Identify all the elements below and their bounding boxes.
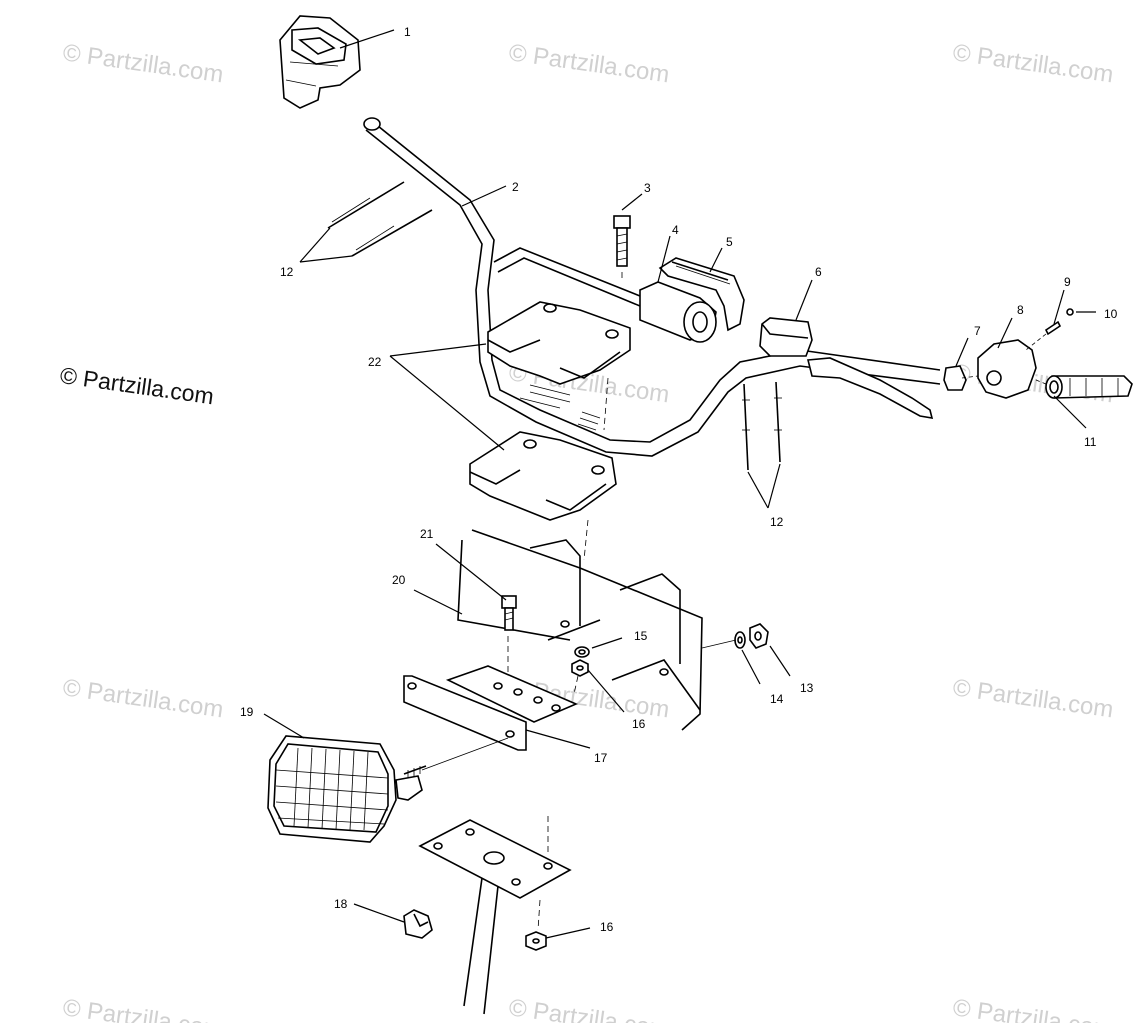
part-6-brake-lever <box>759 317 934 419</box>
part-16-nut-lower <box>525 931 547 951</box>
part-5-pad-cover <box>658 257 745 332</box>
part-19-headlight <box>267 735 427 843</box>
callout-12-lower: 12 <box>770 515 784 529</box>
callout-22: 22 <box>368 355 382 369</box>
watermark-top-left: © Partzilla.com <box>61 39 225 88</box>
callout-13: 13 <box>800 681 814 695</box>
lower-plate <box>418 819 572 1015</box>
callout-3: 3 <box>644 181 651 195</box>
part-18-clip <box>403 909 433 939</box>
part-13-nut <box>749 623 769 649</box>
part-22-upper-clamp <box>487 301 631 385</box>
part-4-bar-pad <box>639 281 717 343</box>
part-21-bolt <box>501 595 517 631</box>
callout-11: 11 <box>1084 435 1097 449</box>
part-3-bolt <box>613 215 631 278</box>
callout-16-lower: 16 <box>600 920 614 934</box>
part-22-lower-clamp <box>469 431 617 521</box>
part-17-mounting-plate <box>403 665 579 751</box>
callout-17: 17 <box>594 751 608 765</box>
part-11-grip <box>1045 375 1133 399</box>
callout-5: 5 <box>726 235 733 249</box>
watermark-top-center: © Partzilla.com <box>507 39 671 88</box>
leader-lines <box>263 29 1096 939</box>
callout-6: 6 <box>815 265 822 279</box>
callout-10: 10 <box>1104 307 1118 321</box>
part-9-screw <box>1044 320 1062 336</box>
callout-18: 18 <box>334 897 348 911</box>
watermark-low-left: © Partzilla.com <box>61 674 225 723</box>
headlight-lens-grid <box>275 747 389 831</box>
watermark-low-right: © Partzilla.com <box>951 674 1115 723</box>
watermark-bottom-left: © Partzilla.com <box>61 994 225 1023</box>
part-7-spacer <box>943 365 967 391</box>
callout-16-upper: 16 <box>632 717 646 731</box>
part-1-master-cylinder <box>279 15 361 109</box>
watermarks: © Partzilla.com © Partzilla.com © Partzi… <box>61 39 1115 1023</box>
callout-numbers: 1 2 3 4 5 6 7 8 9 10 11 12 12 13 14 15 1… <box>240 25 1118 934</box>
part-10-screw <box>1066 308 1074 316</box>
callout-20: 20 <box>392 573 406 587</box>
part-2-handlebar <box>363 117 941 457</box>
watermark-bottom-right: © Partzilla.com <box>951 994 1115 1023</box>
alignment-lines <box>421 333 1047 931</box>
callout-7: 7 <box>974 324 981 338</box>
part-8-throttle-housing <box>977 339 1037 399</box>
part-12-studs-lower <box>742 381 782 471</box>
part-15-washer <box>574 646 590 658</box>
callout-12-upper: 12 <box>280 265 294 279</box>
callout-4: 4 <box>672 223 679 237</box>
callout-21: 21 <box>420 527 434 541</box>
callout-14: 14 <box>770 692 784 706</box>
callout-9: 9 <box>1064 275 1071 289</box>
callout-19: 19 <box>240 705 254 719</box>
callout-2: 2 <box>512 180 519 194</box>
callout-1: 1 <box>404 25 411 39</box>
callout-15: 15 <box>634 629 648 643</box>
part-14-washer <box>734 631 746 649</box>
part-12-studs-upper <box>327 181 433 257</box>
part-16-nut-upper <box>571 659 589 677</box>
watermark-top-right: © Partzilla.com <box>951 39 1115 88</box>
callout-8: 8 <box>1017 303 1024 317</box>
part-20-bracket <box>457 529 703 731</box>
watermark-bottom-center: © Partzilla.com <box>507 994 671 1023</box>
